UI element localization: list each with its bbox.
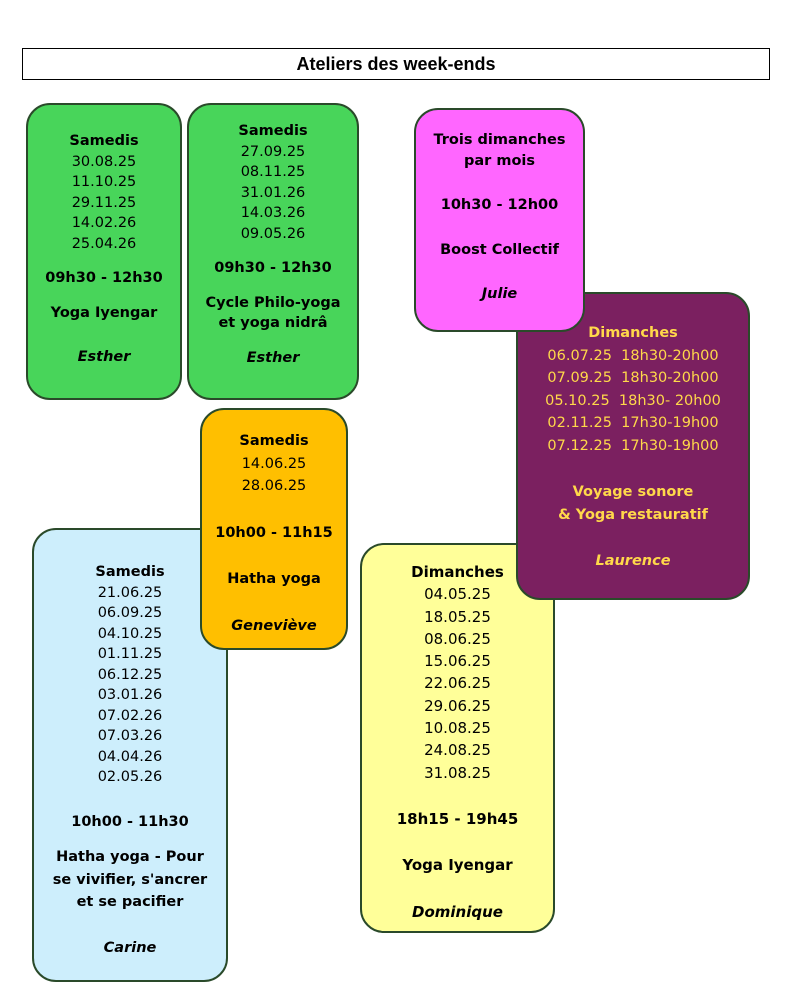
- activity-label: Hatha yoga: [227, 571, 321, 587]
- date-list: 27.09.25 08.11.25 31.01.26 14.03.26 09.05.26: [189, 142, 357, 245]
- day-label-line2: par mois: [463, 152, 536, 169]
- teacher-name: Julie: [481, 286, 518, 302]
- activity-label-line2: et yoga nidrâ: [218, 315, 328, 331]
- activity-label-line1: Cycle Philo-yoga: [205, 294, 341, 311]
- teacher-name: Carine: [103, 939, 157, 956]
- activity-label: Yoga Iyengar: [402, 856, 513, 875]
- list-item: 04.10.25: [97, 625, 163, 642]
- list-item: 05.10.25 18h30- 20h00: [545, 392, 721, 409]
- list-item: 30.08.25: [71, 153, 137, 170]
- teacher-name: Laurence: [595, 553, 671, 569]
- teacher-name: Dominique: [412, 902, 503, 921]
- time-label: 09h30 - 12h30: [214, 260, 332, 276]
- list-item: 18.05.25: [424, 607, 491, 626]
- workshop-card-julie: Trois dimanches par mois 10h30 - 12h00 B…: [414, 108, 585, 332]
- list-item: 03.01.26: [97, 687, 163, 703]
- date-list: 14.06.25 28.06.25: [202, 453, 346, 498]
- day-label-line1: Trois dimanches: [433, 132, 566, 148]
- list-item: 14.02.26: [71, 215, 137, 231]
- workshop-card-carine: Samedis 21.06.25 06.09.25 04.10.25 01.11.25…: [32, 528, 228, 982]
- list-item: 07.03.26: [97, 728, 163, 744]
- list-item: 04.04.26: [97, 748, 163, 765]
- list-item: 11.10.25: [71, 174, 137, 190]
- activity-label-line1: Hatha yoga - Pour: [56, 849, 204, 865]
- date-list: 30.08.25 11.10.25 29.11.25 14.02.26 25.04.26: [28, 152, 180, 255]
- list-item: 09.05.26: [240, 225, 306, 242]
- time-label: 10h00 - 11h30: [71, 813, 189, 830]
- list-item: 29.06.25: [424, 696, 491, 715]
- list-item: 07.12.25 17h30-19h00: [547, 437, 719, 454]
- list-item: 02.11.25 17h30-19h00: [547, 415, 719, 431]
- teacher-name: Geneviève: [231, 617, 317, 634]
- teacher-name: Esther: [77, 349, 131, 365]
- activity-label-line3: et se pacifier: [76, 894, 184, 910]
- list-item: 06.09.25: [97, 605, 163, 621]
- time-label: 18h15 - 19h45: [396, 809, 519, 828]
- day-label: Samedis: [69, 133, 139, 149]
- list-item: 01.11.25: [97, 646, 163, 662]
- activity-label: Boost Collectif: [440, 241, 559, 258]
- time-label: 09h30 - 12h30: [45, 270, 163, 286]
- list-item: 06.07.25 18h30-20h00: [547, 347, 719, 364]
- day-label: Samedis: [95, 564, 165, 580]
- list-item: 14.03.26: [240, 205, 306, 221]
- workshop-card-laurence: Dimanches 06.07.25 18h30-20h00 07.09.25 1…: [516, 292, 750, 600]
- day-label: Samedis: [238, 123, 308, 139]
- list-item: 27.09.25: [240, 143, 306, 160]
- list-item: 31.08.25: [424, 763, 491, 782]
- list-item: 08.06.25: [424, 629, 491, 648]
- session-list: 06.07.25 18h30-20h00 07.09.25 18h30-20h00…: [518, 345, 748, 458]
- list-item: 29.11.25: [71, 194, 137, 211]
- list-item: 08.11.25: [240, 164, 306, 180]
- list-item: 02.05.26: [97, 769, 163, 785]
- list-item: 28.06.25: [241, 478, 307, 494]
- day-label: Dimanches: [411, 563, 504, 581]
- activity-label-line2: se vivifier, s'ancrer: [52, 871, 208, 888]
- list-item: 25.04.26: [71, 235, 137, 252]
- day-label: Samedis: [239, 433, 309, 449]
- list-item: 15.06.25: [424, 652, 491, 671]
- list-item: 10.08.25: [424, 719, 491, 738]
- teacher-name: Esther: [246, 349, 300, 366]
- time-label: 10h30 - 12h00: [440, 197, 559, 213]
- activity-label: Yoga Iyengar: [50, 304, 158, 321]
- activity-label-line2: & Yoga restauratif: [558, 506, 708, 523]
- page-title: Ateliers des week-ends: [22, 48, 770, 80]
- workshop-card-esther-iyengar: Samedis 30.08.25 11.10.25 29.11.25 14.02.26…: [26, 103, 182, 400]
- workshop-card-dominique: Dimanches 04.05.25 18.05.25 08.06.25 15.06.…: [360, 543, 555, 933]
- list-item: 24.08.25: [424, 741, 491, 760]
- time-label: 10h00 - 11h15: [215, 524, 333, 541]
- list-item: 04.05.25: [424, 585, 491, 604]
- list-item: 22.06.25: [424, 674, 491, 693]
- list-item: 14.06.25: [241, 455, 307, 472]
- date-list: 04.05.25 18.05.25 08.06.25 15.06.25 22.06.25…: [362, 583, 553, 784]
- date-list: 21.06.25 06.09.25 04.10.25 01.11.25 06.12.25…: [34, 583, 226, 788]
- list-item: 21.06.25: [97, 584, 163, 601]
- list-item: 06.12.25: [97, 666, 163, 683]
- day-label: Dimanches: [588, 325, 678, 341]
- workshop-card-esther-philo: Samedis 27.09.25 08.11.25 31.01.26 14.03.26…: [187, 103, 359, 400]
- list-item: 31.01.26: [240, 184, 306, 201]
- activity-label-line1: Voyage sonore: [572, 484, 694, 500]
- list-item: 07.02.26: [97, 707, 163, 724]
- workshop-card-genevieve: Samedis 14.06.25 28.06.25 10h00 - 11h15 H…: [200, 408, 348, 650]
- list-item: 07.09.25 18h30-20h00: [547, 370, 719, 386]
